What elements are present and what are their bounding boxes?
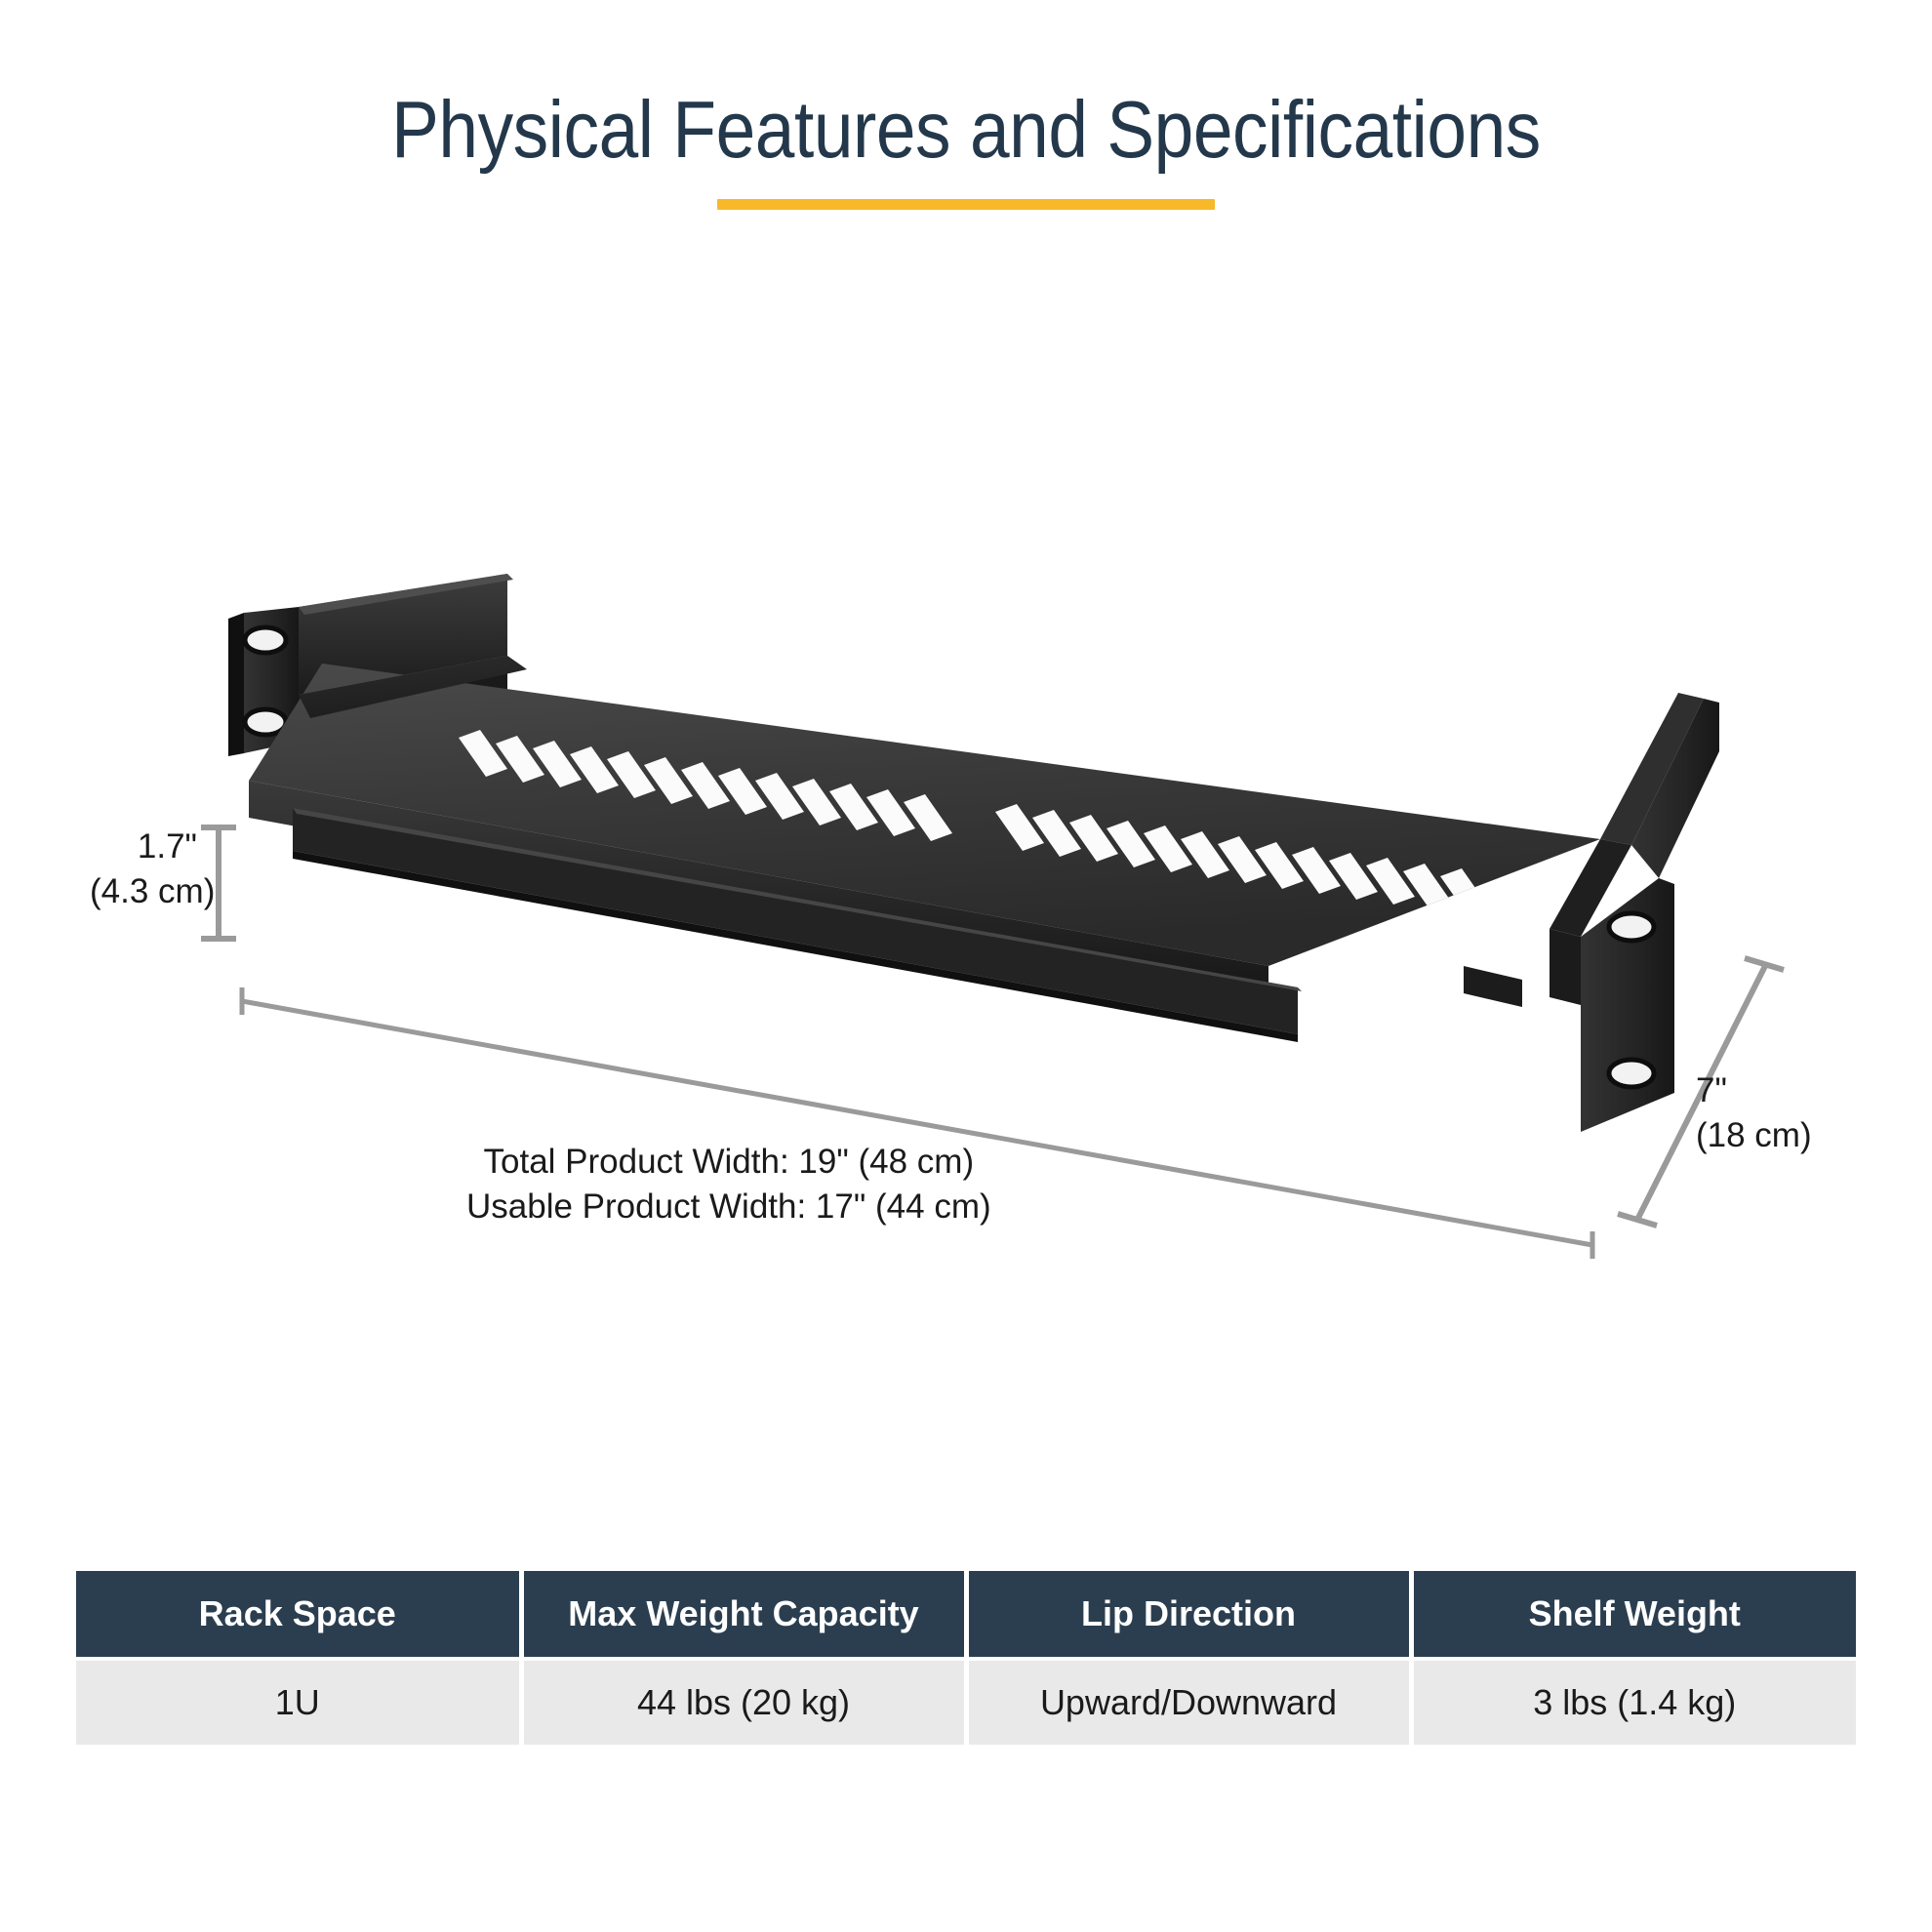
column-header-lip-direction: Lip Direction xyxy=(966,1571,1414,1661)
rack-shelf-drawing xyxy=(201,574,1785,1259)
shelf-plate xyxy=(249,656,1600,966)
column-header-shelf-weight: Shelf Weight xyxy=(1411,1571,1856,1661)
height-imperial-value: 1.7" xyxy=(137,827,197,865)
right-rack-ear xyxy=(1464,693,1719,1132)
mounting-hole xyxy=(245,709,286,735)
depth-dimension-label: 7" (18 cm) xyxy=(1696,1068,1812,1157)
product-illustration xyxy=(0,546,1932,1288)
cell-max-weight-capacity: 44 lbs (20 kg) xyxy=(521,1659,969,1745)
width-dimension-labels: Total Product Width: 19" (48 cm) Usable … xyxy=(466,1140,991,1228)
title-underline-rule xyxy=(717,198,1215,210)
mounting-hole xyxy=(1609,1060,1654,1087)
usable-width-label: Usable Product Width: 17" (44 cm) xyxy=(466,1187,991,1226)
cell-lip-direction: Upward/Downward xyxy=(966,1659,1414,1745)
table-header-row: Rack Space Max Weight Capacity Lip Direc… xyxy=(76,1571,1856,1661)
height-dimension-label: 1.7" (4.3 cm) xyxy=(90,825,216,913)
depth-metric-value: (18 cm) xyxy=(1696,1115,1812,1154)
total-width-label: Total Product Width: 19" (48 cm) xyxy=(483,1143,975,1181)
specifications-table: Rack Space Max Weight Capacity Lip Direc… xyxy=(76,1571,1856,1745)
column-header-max-weight-capacity: Max Weight Capacity xyxy=(521,1571,969,1661)
depth-imperial-value: 7" xyxy=(1696,1071,1727,1109)
height-metric-value: (4.3 cm) xyxy=(90,871,216,910)
width-dimension-caliper xyxy=(239,987,1595,1259)
page-header: Physical Features and Specifications xyxy=(0,86,1932,210)
column-header-rack-space: Rack Space xyxy=(76,1571,524,1661)
cell-rack-space: 1U xyxy=(76,1659,524,1745)
cell-shelf-weight: 3 lbs (1.4 kg) xyxy=(1411,1659,1856,1745)
page-title: Physical Features and Specifications xyxy=(391,84,1541,175)
mounting-hole xyxy=(245,627,286,653)
height-dimension-caliper xyxy=(201,825,236,942)
table-row: 1U 44 lbs (20 kg) Upward/Downward 3 lbs … xyxy=(76,1659,1856,1745)
shelf-front-edge xyxy=(249,781,1302,1042)
depth-dimension-caliper xyxy=(1617,955,1785,1228)
left-rack-ear xyxy=(228,607,299,756)
mounting-hole xyxy=(1609,913,1654,941)
